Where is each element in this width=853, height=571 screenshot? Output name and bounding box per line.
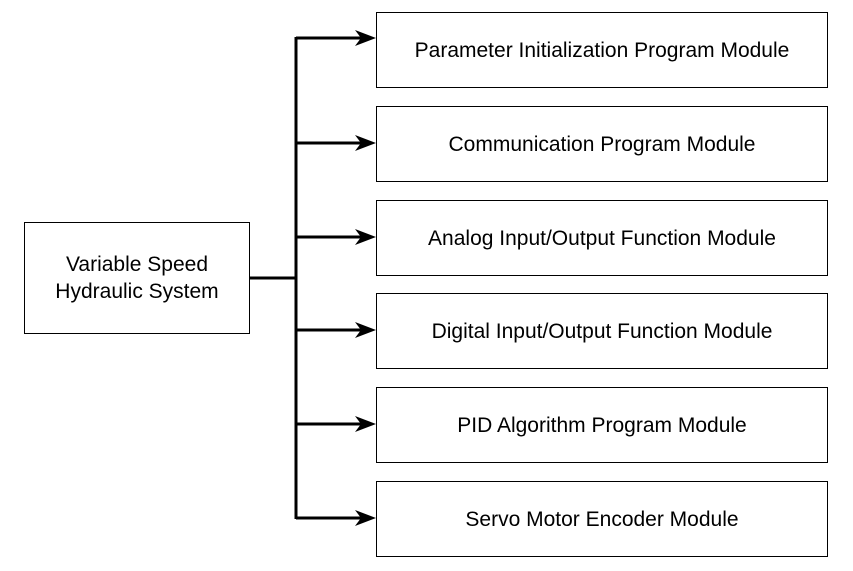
branch-arrow [296,416,376,432]
root-node: Variable Speed Hydraulic System [24,222,250,334]
module-node-label: Servo Motor Encoder Module [465,507,739,531]
module-node: PID Algorithm Program Module [376,387,828,463]
module-node-label: Parameter Initialization Program Module [414,38,790,62]
module-node: Servo Motor Encoder Module [376,481,828,557]
branch-arrow [296,135,376,151]
module-node-label: Communication Program Module [448,132,756,156]
module-node-label: PID Algorithm Program Module [457,413,747,437]
module-node-label: Digital Input/Output Function Module [431,319,773,343]
root-node-label: Variable Speed Hydraulic System [55,253,219,303]
branch-arrow [296,229,376,245]
module-node: Parameter Initialization Program Module [376,12,828,88]
module-node-label: Analog Input/Output Function Module [428,226,776,250]
branch-arrow [296,30,376,46]
branch-arrow [296,322,376,338]
module-node: Digital Input/Output Function Module [376,293,828,369]
module-node: Communication Program Module [376,106,828,182]
module-node: Analog Input/Output Function Module [376,200,828,276]
branch-arrow [296,510,376,526]
